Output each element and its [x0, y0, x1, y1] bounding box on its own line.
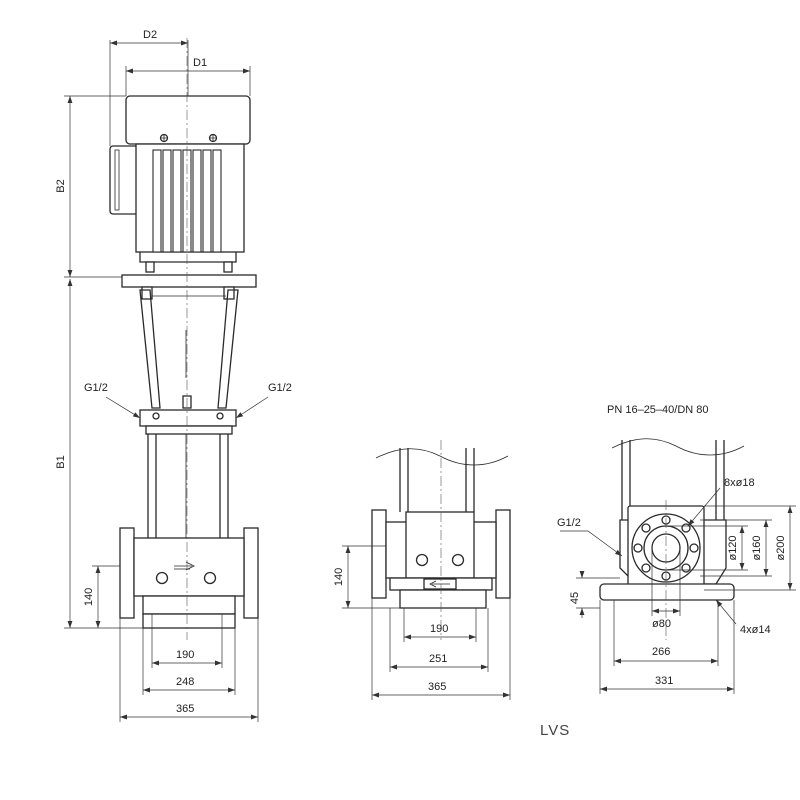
dim-190: 190 [151, 614, 223, 668]
dim-d2: D2 [109, 29, 189, 146]
port-leader: G1/2 [557, 517, 623, 557]
pump-column [147, 434, 229, 538]
dim-d120: ø120 [666, 525, 748, 571]
dim-b1: B1 [55, 279, 143, 629]
model-caption: LVS [540, 722, 570, 739]
dim-label-b2: B2 [55, 179, 67, 192]
dim-140: 140 [83, 565, 120, 628]
front-view: G1/2 G1/2 D2 D1 B2 B1 [55, 29, 292, 722]
dim-label-140: 140 [83, 588, 95, 606]
dim-label-d1: D1 [193, 57, 207, 69]
side-dim-140: 140 [333, 545, 400, 609]
dim-label-266: 266 [652, 646, 670, 658]
feet-label: 4xø14 [740, 624, 771, 636]
motor-flange [121, 274, 257, 288]
dim-331: 331 [599, 600, 735, 694]
break-line [375, 448, 509, 466]
port-label-right: G1/2 [268, 382, 292, 394]
dim-label-248: 248 [176, 676, 194, 688]
dim-b2: B2 [55, 95, 126, 278]
flow-arrow-icon [174, 561, 195, 571]
flow-arrow-icon [423, 578, 457, 590]
dim-label-d120: ø120 [727, 535, 739, 560]
dim-d80: ø80 [651, 548, 681, 630]
side-dim-label-251: 251 [429, 653, 447, 665]
feet-leader: 4xø14 [715, 599, 771, 636]
side-dim-365: 365 [371, 598, 511, 700]
port-leader-right: G1/2 [235, 382, 292, 419]
side-dim-label-365: 365 [428, 681, 446, 693]
dim-266: 266 [613, 600, 719, 666]
port-label-left: G1/2 [84, 382, 108, 394]
dim-label-d80: ø80 [652, 618, 671, 630]
flange-view: PN 16–25–40/DN 80 8xø18 [557, 404, 796, 694]
side-dim-label-190: 190 [430, 623, 448, 635]
motor [109, 95, 251, 273]
side-view: 140 190 251 365 [333, 440, 511, 700]
lantern-adapter [139, 289, 239, 409]
side-dim-label-140: 140 [333, 568, 345, 586]
dim-365: 365 [119, 618, 259, 722]
screw-icon [159, 133, 169, 143]
side-dim-251: 251 [389, 608, 489, 672]
dim-d200: ø200 [704, 505, 796, 591]
pump-base [119, 527, 259, 629]
dim-label-45: 45 [569, 592, 581, 604]
dim-label-365: 365 [176, 703, 194, 715]
dim-d160: ø160 [700, 519, 772, 577]
motor-top-cap [125, 95, 251, 145]
dim-248: 248 [142, 628, 236, 695]
flange-spec-label: PN 16–25–40/DN 80 [607, 404, 709, 416]
dim-label-331: 331 [655, 675, 673, 687]
holes-leader: 8xø18 [687, 477, 755, 527]
side-dim-190: 190 [403, 608, 477, 642]
dim-label-d160: ø160 [751, 535, 763, 560]
holes-label: 8xø18 [724, 477, 755, 489]
dim-label-d200: ø200 [775, 535, 787, 560]
dim-label-d2: D2 [143, 29, 157, 41]
screw-icon [208, 133, 218, 143]
port-leader-left: G1/2 [84, 382, 141, 419]
flange-port-label: G1/2 [557, 517, 581, 529]
dim-label-190: 190 [176, 649, 194, 661]
dim-45: 45 [569, 571, 620, 618]
bolt-holes [633, 515, 699, 581]
dim-d1: D1 [125, 57, 251, 96]
dim-label-b1: B1 [55, 455, 67, 468]
